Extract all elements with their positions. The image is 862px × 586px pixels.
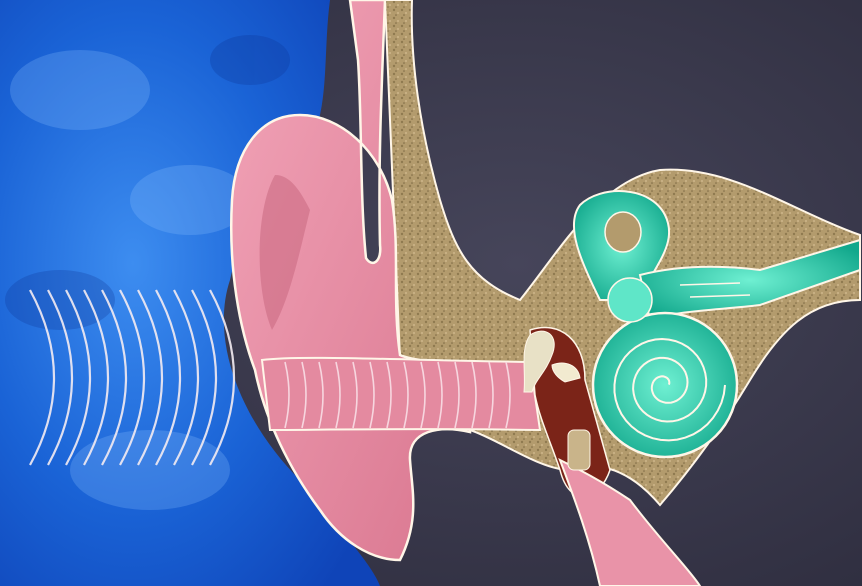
vestibule (608, 278, 652, 322)
